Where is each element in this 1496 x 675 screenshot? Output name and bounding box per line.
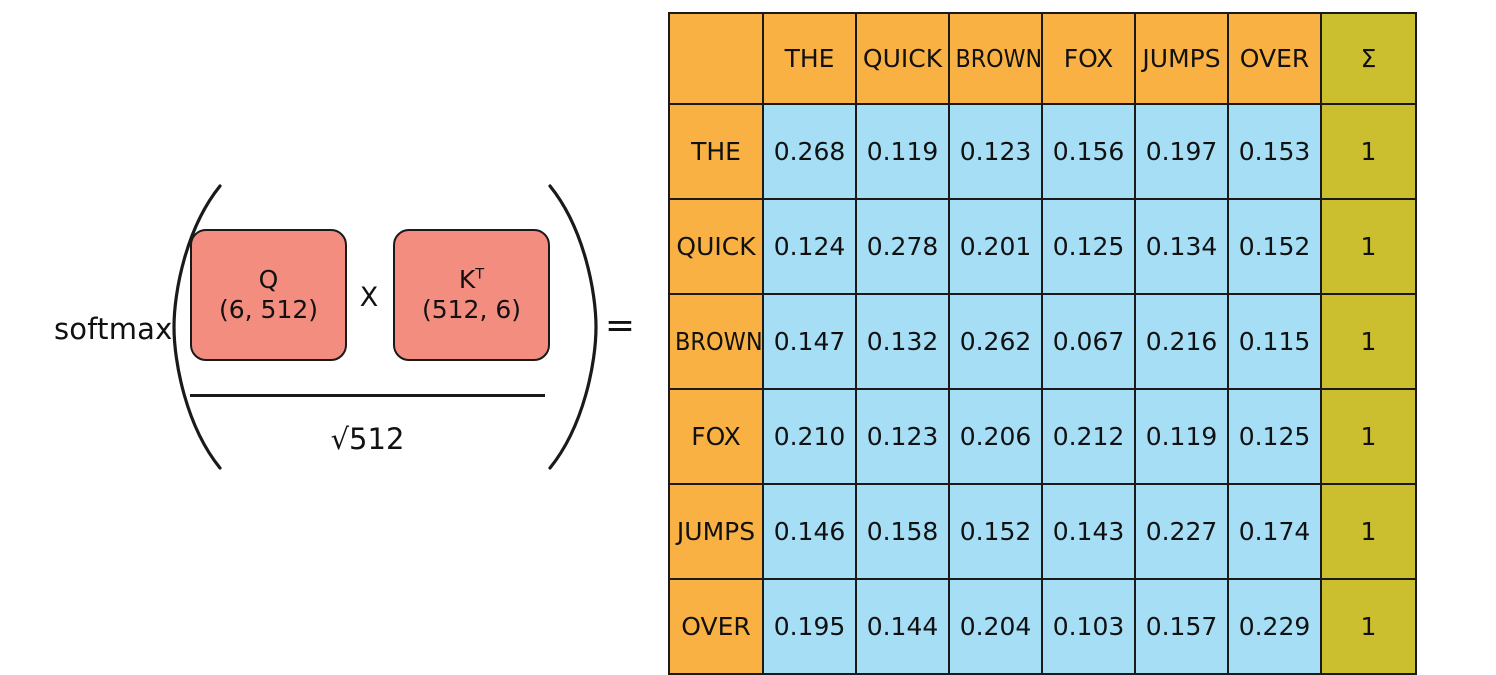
- right-parenthesis-icon: [542, 182, 602, 476]
- table-corner-cell: [668, 12, 764, 105]
- column-header-jumps: JUMPS: [1134, 12, 1229, 105]
- key-matrix-name: KT: [459, 265, 484, 296]
- attention-cell-jumps-the: 0.146: [762, 483, 857, 580]
- attention-cell-the-quick: 0.119: [855, 103, 950, 200]
- fraction-bar: [190, 394, 545, 397]
- attention-cell-over-brown: 0.204: [948, 578, 1043, 675]
- attention-cell-quick-the: 0.124: [762, 198, 857, 295]
- attention-cell-over-fox: 0.103: [1041, 578, 1136, 675]
- attention-cell-over-over: 0.229: [1227, 578, 1322, 675]
- attention-cell-the-over: 0.153: [1227, 103, 1322, 200]
- denominator-sqrt-512: √512: [330, 422, 405, 456]
- query-matrix-shape: (6, 512): [218, 295, 319, 324]
- attention-cell-quick-jumps: 0.134: [1134, 198, 1229, 295]
- attention-cell-the-the: 0.268: [762, 103, 857, 200]
- attention-cell-quick-brown: 0.201: [948, 198, 1043, 295]
- row-sum-quick: 1: [1320, 198, 1417, 295]
- query-matrix-name: Q: [258, 264, 279, 294]
- row-header-the: THE: [668, 103, 764, 200]
- attention-cell-quick-fox: 0.125: [1041, 198, 1136, 295]
- attention-cell-fox-fox: 0.212: [1041, 388, 1136, 485]
- attention-cell-quick-quick: 0.278: [855, 198, 950, 295]
- attention-cell-brown-over: 0.115: [1227, 293, 1322, 390]
- row-sum-jumps: 1: [1320, 483, 1417, 580]
- attention-cell-jumps-brown: 0.152: [948, 483, 1043, 580]
- attention-cell-fox-quick: 0.123: [855, 388, 950, 485]
- attention-cell-the-brown: 0.123: [948, 103, 1043, 200]
- column-header-the: THE: [762, 12, 857, 105]
- row-header-fox: FOX: [668, 388, 764, 485]
- attention-cell-over-the: 0.195: [762, 578, 857, 675]
- column-header-quick: QUICK: [855, 12, 950, 105]
- column-header-sum: Σ: [1320, 12, 1417, 105]
- softmax-formula-panel: softmax Q (6, 512) X KT (512, 6) √512 =: [0, 0, 660, 668]
- attention-cell-jumps-over: 0.174: [1227, 483, 1322, 580]
- row-header-over: OVER: [668, 578, 764, 675]
- attention-cell-fox-brown: 0.206: [948, 388, 1043, 485]
- attention-cell-brown-the: 0.147: [762, 293, 857, 390]
- attention-cell-brown-fox: 0.067: [1041, 293, 1136, 390]
- row-header-jumps: JUMPS: [668, 483, 764, 580]
- attention-cell-jumps-jumps: 0.227: [1134, 483, 1229, 580]
- key-matrix-letter: K: [458, 264, 476, 294]
- key-matrix-superscript: T: [475, 266, 485, 283]
- attention-cell-the-fox: 0.156: [1041, 103, 1136, 200]
- row-sum-the: 1: [1320, 103, 1417, 200]
- row-sum-fox: 1: [1320, 388, 1417, 485]
- column-header-brown: BROWN: [948, 12, 1043, 105]
- left-parenthesis-icon: [168, 182, 228, 476]
- attention-cell-over-jumps: 0.157: [1134, 578, 1229, 675]
- multiplication-operator: X: [359, 282, 379, 313]
- equals-sign: =: [604, 305, 636, 346]
- attention-cell-brown-brown: 0.262: [948, 293, 1043, 390]
- column-header-over: OVER: [1227, 12, 1322, 105]
- query-matrix-box: Q (6, 512): [190, 229, 347, 361]
- attention-cell-fox-over: 0.125: [1227, 388, 1322, 485]
- row-header-brown: BROWN: [668, 293, 764, 390]
- attention-cell-brown-jumps: 0.216: [1134, 293, 1229, 390]
- attention-cell-the-jumps: 0.197: [1134, 103, 1229, 200]
- attention-cell-jumps-fox: 0.143: [1041, 483, 1136, 580]
- key-matrix-shape: (512, 6): [421, 295, 522, 324]
- attention-cell-quick-over: 0.152: [1227, 198, 1322, 295]
- attention-cell-fox-the: 0.210: [762, 388, 857, 485]
- column-header-fox: FOX: [1041, 12, 1136, 105]
- row-sum-over: 1: [1320, 578, 1417, 675]
- attention-cell-jumps-quick: 0.158: [855, 483, 950, 580]
- attention-cell-brown-quick: 0.132: [855, 293, 950, 390]
- attention-cell-over-quick: 0.144: [855, 578, 950, 675]
- attention-cell-fox-jumps: 0.119: [1134, 388, 1229, 485]
- softmax-label: softmax: [54, 312, 173, 346]
- row-sum-brown: 1: [1320, 293, 1417, 390]
- row-header-quick: QUICK: [668, 198, 764, 295]
- key-transpose-matrix-box: KT (512, 6): [393, 229, 550, 361]
